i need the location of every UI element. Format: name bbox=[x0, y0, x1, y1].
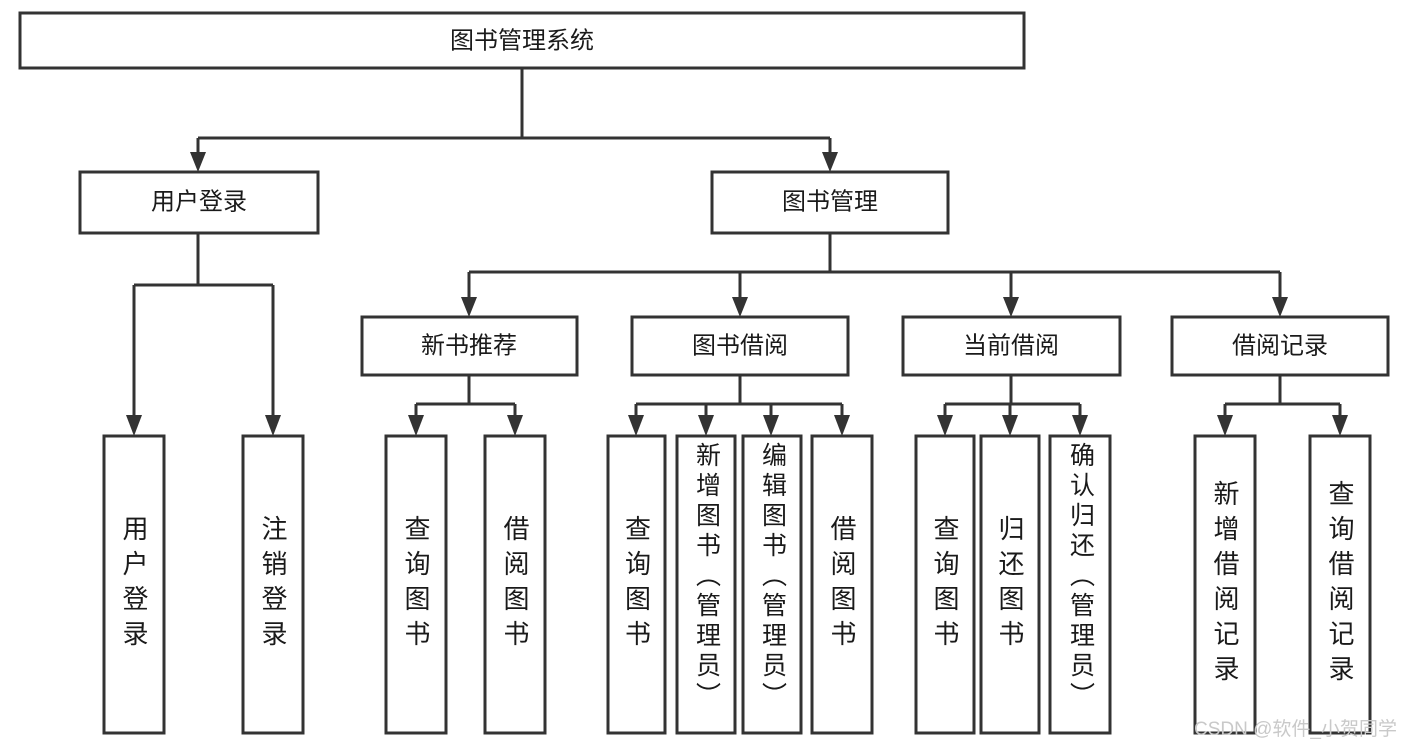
node-root-label: 图书管理系统 bbox=[450, 27, 594, 54]
node-root-box[interactable] bbox=[18, 11, 1026, 70]
node-leaf-query-record-label: 查询借阅记录 bbox=[1325, 479, 1355, 690]
node-leaf-query-book-3-textwrap: 查询图书 bbox=[930, 514, 960, 655]
node-new-book-rec-box[interactable] bbox=[360, 315, 579, 377]
node-leaf-logout-box[interactable] bbox=[241, 434, 305, 735]
node-leaf-user-login-box[interactable] bbox=[102, 434, 166, 735]
node-leaf-query-book-3-label: 查询图书 bbox=[930, 514, 960, 655]
node-leaf-borrow-book-1-textwrap: 借阅图书 bbox=[500, 514, 530, 655]
node-leaf-return-book-box[interactable] bbox=[979, 434, 1041, 735]
node-leaf-confirm-return-label: 确认归还（管理员） bbox=[1066, 442, 1095, 712]
node-leaf-add-book-box[interactable] bbox=[675, 434, 737, 735]
node-leaf-borrow-book-2-label: 借阅图书 bbox=[827, 514, 857, 655]
arrowhead-leaf-query-book-2 bbox=[628, 415, 644, 436]
arrowhead-borrowrecord bbox=[1272, 297, 1288, 317]
node-leaf-logout-textwrap: 注销登录 bbox=[258, 514, 288, 655]
arrowhead-leaf-query-record bbox=[1332, 415, 1348, 436]
node-new-book-rec[interactable]: 新书推荐 bbox=[360, 315, 579, 377]
arrowhead-leaf-add-record bbox=[1217, 415, 1233, 436]
node-current-borrow[interactable]: 当前借阅 bbox=[901, 315, 1122, 377]
arrowhead-currentborrow bbox=[1003, 297, 1019, 317]
node-leaf-add-record-box[interactable] bbox=[1193, 434, 1257, 735]
node-book-borrow-box[interactable] bbox=[630, 315, 850, 377]
node-leaf-query-book-2-label: 查询图书 bbox=[621, 514, 652, 655]
node-leaf-query-book-3[interactable]: 查询图书 bbox=[914, 434, 976, 735]
arrowhead-newbook bbox=[461, 297, 477, 317]
node-leaf-add-record-label: 新增借阅记录 bbox=[1210, 479, 1240, 690]
node-current-borrow-box[interactable] bbox=[901, 315, 1122, 377]
node-leaf-edit-book-textwrap: 编辑图书（管理员） bbox=[758, 442, 787, 712]
node-leaf-add-record-textwrap: 新增借阅记录 bbox=[1210, 479, 1240, 690]
node-leaf-confirm-return[interactable]: 确认归还（管理员） bbox=[1048, 434, 1112, 735]
node-leaf-user-login[interactable]: 用户登录 bbox=[102, 434, 166, 735]
arrowhead-leaf-logout bbox=[265, 415, 281, 436]
node-borrow-record[interactable]: 借阅记录 bbox=[1170, 315, 1390, 377]
arrowhead-leaf-add-book bbox=[698, 415, 714, 436]
node-leaf-query-record[interactable]: 查询借阅记录 bbox=[1308, 434, 1372, 735]
node-user-login-box[interactable] bbox=[78, 170, 320, 235]
arrowhead-bookborrow bbox=[732, 297, 748, 317]
node-leaf-borrow-book-1-label: 借阅图书 bbox=[500, 514, 530, 655]
node-leaf-borrow-book-2-textwrap: 借阅图书 bbox=[827, 514, 857, 655]
node-borrow-record-label: 借阅记录 bbox=[1232, 332, 1328, 359]
node-leaf-borrow-book-1-box[interactable] bbox=[483, 434, 547, 735]
node-leaf-user-login-textwrap: 用户登录 bbox=[119, 514, 149, 655]
arrowhead-leaf-query-book-3 bbox=[937, 415, 953, 436]
node-leaf-add-record[interactable]: 新增借阅记录 bbox=[1193, 434, 1257, 735]
node-leaf-confirm-return-textwrap: 确认归还（管理员） bbox=[1066, 442, 1095, 712]
node-leaf-query-book-1-textwrap: 查询图书 bbox=[401, 514, 431, 655]
node-leaf-add-book-textwrap: 新增图书（管理员） bbox=[692, 442, 721, 712]
node-leaf-edit-book-label: 编辑图书（管理员） bbox=[758, 442, 787, 712]
node-leaf-query-book-3-box[interactable] bbox=[914, 434, 976, 735]
node-leaf-user-login-label: 用户登录 bbox=[119, 514, 149, 655]
node-root[interactable]: 图书管理系统 bbox=[18, 11, 1026, 70]
arrowhead-leaf-return-book bbox=[1002, 415, 1018, 436]
arrowhead-leaf-borrow-book-1 bbox=[507, 415, 523, 436]
node-new-book-rec-label: 新书推荐 bbox=[421, 332, 517, 359]
node-leaf-return-book[interactable]: 归还图书 bbox=[979, 434, 1041, 735]
node-leaf-logout-label: 注销登录 bbox=[258, 514, 288, 655]
node-leaf-query-book-2[interactable]: 查询图书 bbox=[606, 434, 667, 735]
node-user-login[interactable]: 用户登录 bbox=[78, 170, 320, 235]
node-leaf-edit-book[interactable]: 编辑图书（管理员） bbox=[741, 434, 803, 735]
node-user-login-label: 用户登录 bbox=[151, 188, 247, 215]
node-leaf-borrow-book-2[interactable]: 借阅图书 bbox=[810, 434, 874, 735]
arrowhead-book-mgmt bbox=[822, 152, 838, 172]
node-current-borrow-label: 当前借阅 bbox=[963, 332, 1059, 359]
node-leaf-add-book[interactable]: 新增图书（管理员） bbox=[675, 434, 737, 735]
node-leaf-confirm-return-box[interactable] bbox=[1048, 434, 1112, 735]
csdn-watermark: CSDN @软件_小贺同学 bbox=[1194, 719, 1397, 740]
arrowhead-leaf-confirm-return bbox=[1072, 415, 1088, 436]
node-leaf-logout[interactable]: 注销登录 bbox=[241, 434, 305, 735]
arrowhead-user-login bbox=[190, 152, 206, 172]
node-leaf-query-book-1-box[interactable] bbox=[384, 434, 448, 735]
node-leaf-query-record-textwrap: 查询借阅记录 bbox=[1325, 479, 1355, 690]
edge-group bbox=[126, 68, 1348, 436]
node-book-mgmt-box[interactable] bbox=[710, 170, 950, 235]
node-book-mgmt-label: 图书管理 bbox=[782, 188, 878, 215]
arrowhead-leaf-edit-book bbox=[763, 415, 779, 436]
node-book-mgmt[interactable]: 图书管理 bbox=[710, 170, 950, 235]
node-book-borrow[interactable]: 图书借阅 bbox=[630, 315, 850, 377]
arrowhead-leaf-borrow-book-2 bbox=[834, 415, 850, 436]
arrowhead-leaf-query-book-1 bbox=[408, 415, 424, 436]
node-leaf-query-book-2-box[interactable] bbox=[606, 434, 667, 735]
node-leaf-query-record-box[interactable] bbox=[1308, 434, 1372, 735]
node-leaf-query-book-1-label: 查询图书 bbox=[401, 514, 431, 655]
node-leaf-borrow-book-1[interactable]: 借阅图书 bbox=[483, 434, 547, 735]
node-leaf-edit-book-box[interactable] bbox=[741, 434, 803, 735]
node-borrow-record-box[interactable] bbox=[1170, 315, 1390, 377]
node-book-borrow-label: 图书借阅 bbox=[692, 332, 788, 359]
arrowhead-leaf-user-login bbox=[126, 415, 142, 436]
node-leaf-query-book-2-textwrap: 查询图书 bbox=[621, 514, 652, 655]
node-leaf-return-book-label: 归还图书 bbox=[995, 514, 1025, 655]
node-leaf-add-book-label: 新增图书（管理员） bbox=[692, 442, 721, 712]
node-leaf-return-book-textwrap: 归还图书 bbox=[995, 514, 1025, 655]
node-leaf-query-book-1[interactable]: 查询图书 bbox=[384, 434, 448, 735]
node-leaf-borrow-book-2-box[interactable] bbox=[810, 434, 874, 735]
